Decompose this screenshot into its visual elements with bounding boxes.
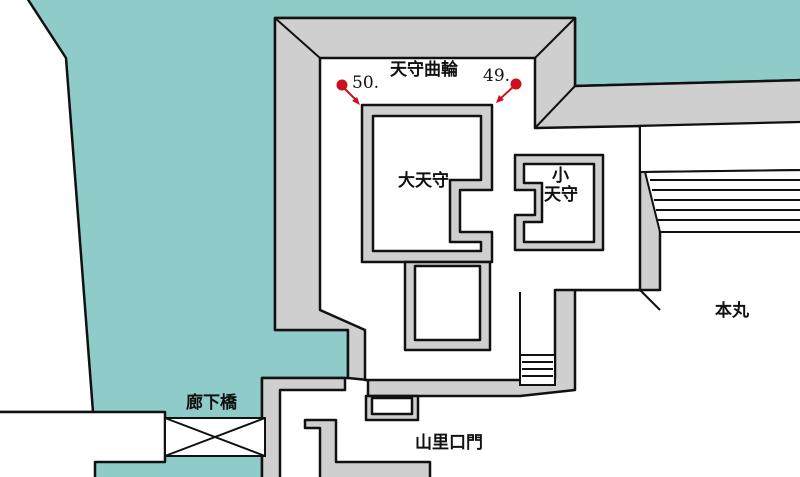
label-yamazato-guchi-mon: 山里口門: [415, 433, 483, 453]
arrow-icon: [496, 95, 504, 103]
left-bank-lower: [0, 410, 167, 477]
label-roka-bashi: 廊下橋: [186, 392, 238, 413]
yamazato-inner-wall: [303, 418, 432, 477]
marker-number: 49.: [483, 66, 510, 86]
label-tenshu-kuruwa: 天守曲輪: [390, 59, 459, 80]
red-dot-icon: [510, 78, 522, 90]
arrow-icon: [352, 97, 360, 105]
sho-tenshu-building: [513, 153, 605, 252]
marker-number: 50.: [352, 73, 379, 93]
label-sho-tenshu-line1: 小: [552, 166, 569, 186]
honmaru-stairs: [639, 121, 800, 233]
stairs-inner: [519, 354, 556, 386]
label-dai-tenshu: 大天守: [398, 170, 449, 191]
label-sho-tenshu-line2: 天守: [544, 184, 578, 205]
marker-50[interactable]: 50.: [336, 73, 380, 105]
left-bank: [0, 0, 95, 414]
roka-bridge: [164, 417, 266, 457]
marker-49[interactable]: 49.: [483, 66, 522, 103]
yamazato-wall: [260, 376, 347, 477]
label-honmaru: 本丸: [715, 300, 750, 321]
dai-tenshu-building: [360, 103, 494, 352]
